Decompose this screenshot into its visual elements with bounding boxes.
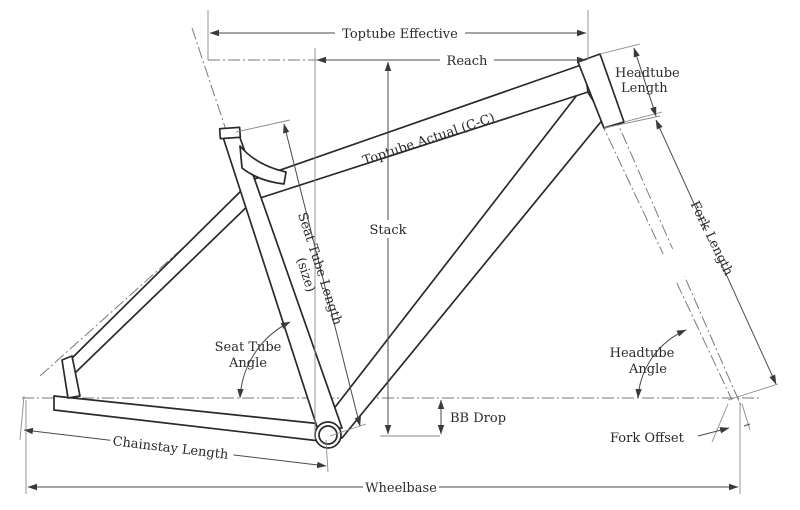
headtube-angle-label-line1: Headtube (610, 346, 675, 361)
seat-tube-angle-arc (237, 321, 291, 399)
toptube-effective-label: Toptube Effective (342, 27, 458, 42)
downtube (321, 85, 605, 439)
headtube-angle-arc (635, 329, 687, 399)
headtube-length-dimension (633, 47, 657, 117)
stack-label: Stack (369, 223, 406, 238)
reach-label: Reach (447, 54, 489, 69)
seat-tube-angle-label-line2: Angle (228, 356, 267, 371)
bb-drop-label: BB Drop (450, 411, 506, 426)
headtube-length-label-line2: Length (621, 81, 668, 96)
rear-dropout (61, 355, 81, 399)
chainstay (53, 395, 323, 442)
headtube-length-label-line1: Headtube (615, 66, 680, 81)
wheelbase-label: Wheelbase (365, 481, 437, 496)
seat-tube-length-dimension (283, 123, 361, 427)
fork-offset-label: Fork Offset (610, 431, 685, 446)
bike-frame (53, 53, 625, 449)
headtube-angle-label-line2: Angle (628, 362, 667, 377)
seat-tube-angle-label-line1: Seat Tube (215, 340, 282, 355)
dimensions: Toptube Effective Reach Headtube Length … (19, 10, 779, 496)
fork-offset-dimension (697, 427, 730, 437)
seat-tube-top (218, 126, 242, 140)
